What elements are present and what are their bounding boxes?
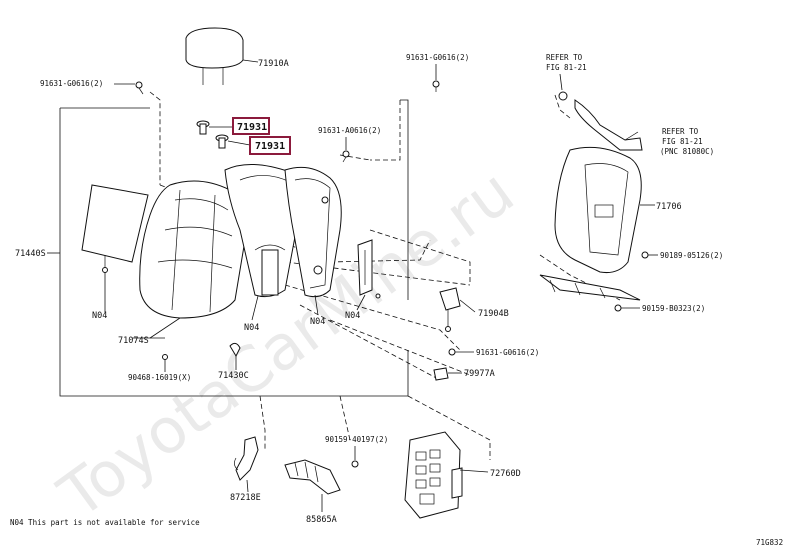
figure-id: 71G832 (756, 538, 783, 547)
screw-91631-top (432, 64, 440, 92)
label-71904B: 71904B (478, 309, 509, 319)
refer-note-2-line2: FIG 81-21 (662, 137, 703, 146)
highlight-box-71931-b[interactable] (249, 136, 291, 155)
refer-note-2-line3: (PNC 81080C) (660, 147, 714, 156)
seatback-pad-part (81, 184, 149, 312)
screw-91631-mid (448, 348, 474, 356)
label-91631-G0616-top: 91631-G0616(2) (406, 53, 469, 62)
label-79977A: 79977A (464, 369, 495, 379)
headrest-part (185, 27, 259, 85)
screw-90159-40197 (351, 446, 359, 468)
label-90468-16019: 90468-16019(X) (128, 373, 191, 382)
seatback-foam-part (224, 163, 302, 321)
label-87218E: 87218E (230, 493, 261, 503)
harness-85865A (284, 459, 341, 512)
refer-note-2-line1: REFER TO (662, 127, 699, 136)
assembly-frame (59, 99, 409, 397)
seatback-frame-part (284, 166, 342, 316)
label-85865A: 85865A (306, 515, 337, 525)
label-91631-G0616-left: 91631-G0616(2) (40, 79, 103, 88)
headrest-lock-part (558, 91, 643, 151)
label-N04-d: N04 (345, 311, 360, 321)
label-71931-b: 71931 (255, 141, 285, 152)
label-71931-a: 71931 (237, 122, 267, 133)
label-90159-B0323: 90159-B0323(2) (642, 304, 705, 313)
seatback-board-part (539, 146, 655, 301)
clip-71430C (229, 342, 241, 370)
label-N04-b: N04 (244, 323, 259, 333)
screw-91631-A0616 (342, 137, 350, 163)
clip-90468 (162, 354, 168, 372)
label-90189-05126: 90189-05126(2) (660, 251, 723, 260)
cap-79977A (433, 367, 462, 381)
lumbar-bracket-part (356, 239, 381, 311)
highlight-box-71931-a[interactable] (232, 117, 270, 135)
bracket-71904B (439, 287, 476, 332)
seatback-cover-part (132, 180, 247, 339)
harness-87218E (234, 436, 259, 493)
label-N04-c: N04 (310, 317, 325, 327)
label-91631-G0616-mid: 91631-G0616(2) (476, 348, 539, 357)
label-91631-A0616: 91631-A0616(2) (318, 126, 381, 135)
label-71430C: 71430C (218, 371, 249, 381)
screw-90189 (641, 251, 658, 259)
footnote-text: N04 This part is not available for servi… (10, 518, 200, 527)
screw-90159-B0323 (614, 304, 640, 312)
label-71074S: 71074S (118, 336, 149, 346)
label-71440S: 71440S (15, 249, 46, 259)
label-72760D: 72760D (490, 469, 521, 479)
refer-note-1-line2: FIG 81-21 (546, 63, 587, 72)
label-N04-a: N04 (92, 311, 107, 321)
headrest-guide-parts (196, 120, 251, 149)
screw-91631-left (114, 81, 144, 95)
label-71910A: 71910A (258, 59, 289, 69)
control-module-72760D (404, 431, 489, 519)
label-71706: 71706 (656, 202, 682, 212)
refer-note-1-line1: REFER TO (546, 53, 583, 62)
label-90159-40197: 90159-40197(2) (325, 435, 388, 444)
